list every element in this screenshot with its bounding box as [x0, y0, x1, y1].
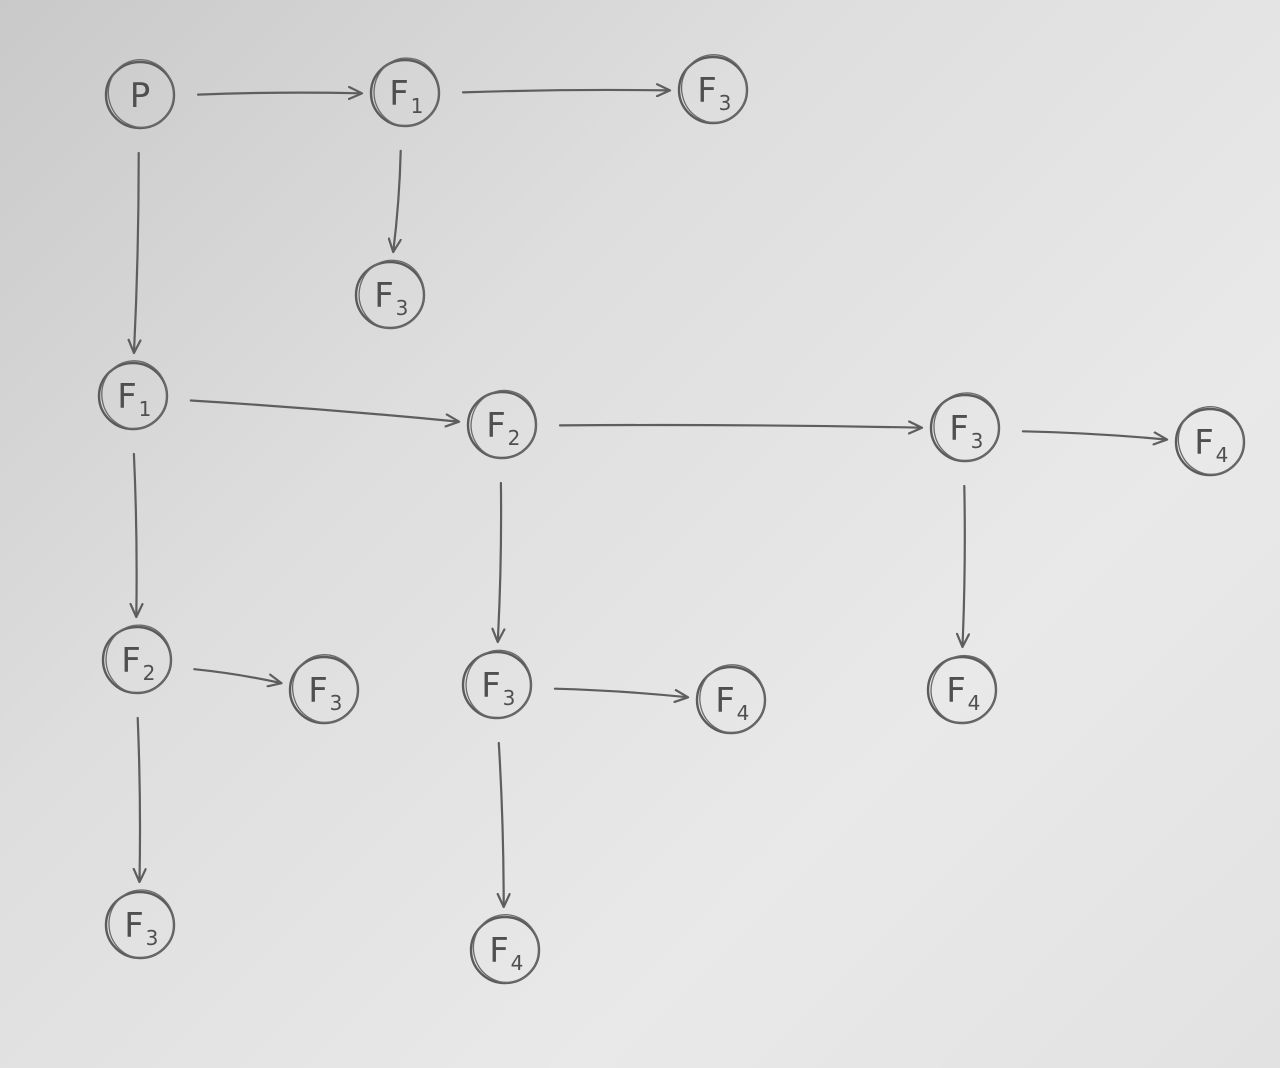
node-circle-stroke	[470, 389, 537, 459]
edges-layer	[134, 90, 1166, 906]
edge-n8-to-n9	[193, 668, 280, 683]
node-subscript: 3	[146, 926, 159, 950]
node-label: F	[949, 409, 969, 449]
node-label: F	[1194, 423, 1214, 463]
node-circle-stroke	[699, 664, 766, 734]
edge-n5-to-n10	[498, 481, 501, 641]
node-subscript: 3	[719, 91, 732, 115]
node-circle-stroke	[680, 54, 748, 124]
node-subscript: 3	[971, 429, 984, 453]
node-label: F	[697, 71, 717, 111]
edge-n4-to-n8	[134, 452, 137, 616]
node-circle-stroke	[373, 57, 440, 127]
node-label: F	[481, 666, 501, 706]
node-subscript: 4	[511, 951, 524, 975]
edge-n5-to-n6	[558, 425, 921, 428]
node-subscript: 3	[396, 296, 409, 320]
edge-n6-to-n12	[963, 484, 965, 646]
edge-n6-to-n7	[1021, 430, 1166, 439]
node-subscript: 4	[1216, 443, 1229, 467]
edge-n10-to-n11	[553, 687, 687, 698]
node-circle-stroke	[101, 360, 168, 430]
edge-n1-to-n3	[393, 149, 400, 251]
node-label: F	[117, 377, 137, 417]
edge-n8-to-n13	[138, 716, 140, 881]
node-label: F	[715, 681, 735, 721]
node-label: F	[489, 931, 509, 971]
node-label: F	[121, 641, 141, 681]
node-circle-stroke	[107, 59, 175, 129]
edge-p-to-n4	[134, 151, 139, 352]
node-circle-stroke	[292, 654, 359, 724]
edge-p-to-n1	[196, 93, 361, 95]
node-label: F	[486, 406, 506, 446]
edge-n1-to-n2	[461, 90, 669, 92]
node-p: P	[104, 59, 176, 130]
node-circle-stroke	[1177, 406, 1245, 476]
node-circle-stroke	[465, 649, 532, 719]
node-circle-stroke	[105, 624, 172, 694]
edge-n10-to-n14	[499, 741, 504, 906]
node-circle-stroke	[358, 259, 425, 329]
node-label: F	[389, 74, 409, 114]
node-label: P	[130, 76, 151, 116]
node-circle-stroke	[472, 914, 540, 984]
node-label: F	[374, 276, 394, 316]
node-subscript: 2	[508, 426, 521, 450]
node-circle-stroke	[108, 889, 175, 959]
edge-n4-to-n5	[189, 399, 458, 422]
node-label: F	[308, 671, 328, 711]
node-label: F	[946, 671, 966, 711]
node-circle-stroke	[930, 654, 997, 724]
node-label: F	[124, 906, 144, 946]
node-subscript: 3	[330, 691, 343, 715]
node-subscript: 1	[139, 397, 152, 421]
node-subscript: 1	[411, 94, 424, 118]
node-subscript: 2	[143, 661, 156, 685]
node-subscript: 4	[968, 691, 981, 715]
node-subscript: 4	[737, 701, 750, 725]
node-circle-stroke	[933, 392, 1000, 462]
node-subscript: 3	[503, 686, 516, 710]
